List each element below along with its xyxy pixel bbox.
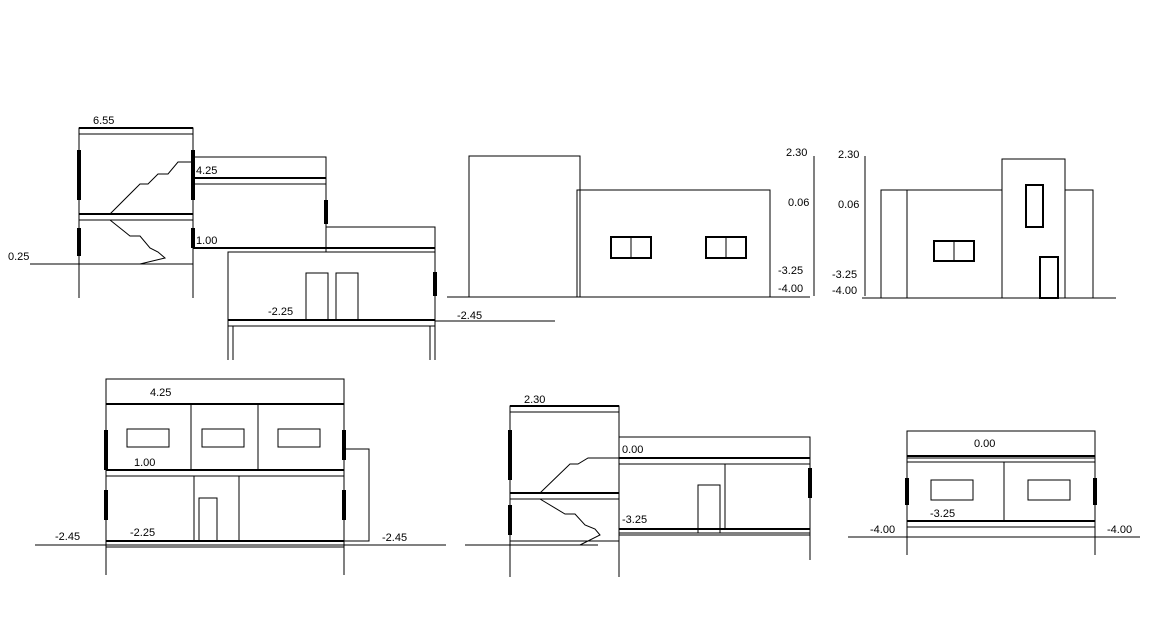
level-label: -2.25 — [268, 306, 293, 318]
level-label: -4.00 — [778, 283, 803, 295]
level-label: 2.30 — [524, 394, 545, 406]
level-label: -2.45 — [382, 532, 407, 544]
level-label: -3.25 — [832, 269, 857, 281]
level-labels: 6.55 4.25 0.25 1.00 -2.25 -2.45 2.30 0.0… — [8, 115, 1132, 544]
level-label: -4.00 — [832, 285, 857, 297]
level-label: 1.00 — [134, 457, 155, 469]
level-label: -3.25 — [622, 514, 647, 526]
section-c-view — [465, 405, 812, 577]
level-label: -3.25 — [778, 265, 803, 277]
level-label: 4.25 — [150, 387, 171, 399]
level-label: 6.55 — [93, 115, 114, 127]
level-label: 2.30 — [838, 149, 859, 161]
level-label: 0.06 — [838, 199, 859, 211]
level-label: -2.45 — [457, 310, 482, 322]
section-d-view — [848, 430, 1140, 555]
level-label: -2.25 — [130, 527, 155, 539]
level-label: -4.00 — [870, 524, 895, 536]
level-label: -2.45 — [55, 531, 80, 543]
level-label: -3.25 — [930, 508, 955, 520]
level-label: 2.30 — [786, 147, 807, 159]
section-a-view — [30, 127, 555, 360]
section-b-view — [35, 378, 446, 575]
level-label: 0.00 — [622, 444, 643, 456]
level-label: 4.25 — [196, 165, 217, 177]
elevation-side-view — [813, 156, 1116, 299]
level-label: -4.00 — [1107, 524, 1132, 536]
level-label: 0.00 — [974, 438, 995, 450]
elevation-front-view — [447, 155, 810, 298]
level-label: 0.25 — [8, 251, 29, 263]
level-label: 1.00 — [196, 235, 217, 247]
level-label: 0.06 — [788, 197, 809, 209]
